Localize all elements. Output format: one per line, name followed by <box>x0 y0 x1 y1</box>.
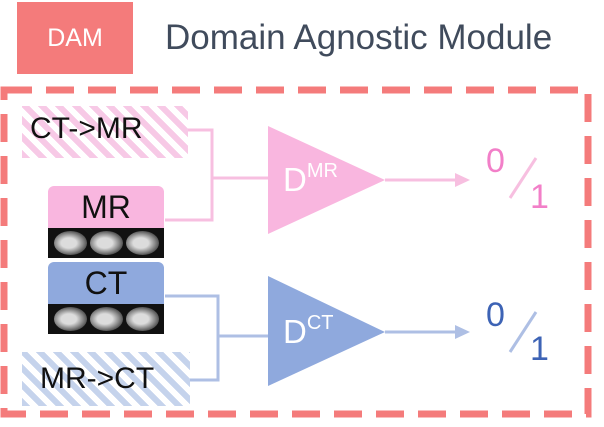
connector-mr-to-ct <box>190 336 220 382</box>
connector-ct <box>165 294 278 338</box>
output-ct-one: 1 <box>530 330 549 368</box>
module-title: Domain Agnostic Module <box>165 18 553 57</box>
dam-tag-label: DAM <box>47 23 103 52</box>
connector-ct-to-mr <box>188 128 278 180</box>
discriminator-mr-sup: MR <box>306 160 338 182</box>
module-boundary <box>0 86 592 418</box>
mr-label: MR <box>81 188 131 225</box>
discriminator-ct-base: D <box>283 313 307 350</box>
mr-box: MR <box>48 186 164 228</box>
output-mr-zero: 0 <box>486 142 505 180</box>
ct-image-strip <box>48 304 164 334</box>
mr-scan-image <box>125 231 159 255</box>
slash-mr <box>508 157 538 199</box>
ct-scan-image <box>125 307 159 331</box>
output-mr-one: 1 <box>530 178 549 216</box>
discriminator-mr-label: DMR <box>283 160 338 199</box>
mr-scan-image <box>53 231 87 255</box>
slash-ct <box>508 311 538 353</box>
ct-scan-image <box>53 307 87 331</box>
ct-box: CT <box>48 262 164 304</box>
discriminator-ct-shape <box>268 276 385 386</box>
ct-to-mr-box <box>22 106 188 158</box>
arrow-head-mr <box>455 173 470 187</box>
mr-scan-image <box>89 231 123 255</box>
ct-to-mr-label: CT->MR <box>30 112 143 145</box>
connector-mr <box>165 178 214 222</box>
ct-label: CT <box>84 264 128 301</box>
mr-to-ct-label: MR->CT <box>40 362 155 395</box>
mr-image-strip <box>48 228 164 258</box>
dam-tag: DAM <box>17 2 133 74</box>
discriminator-ct-label: DCT <box>283 312 334 351</box>
output-ct-zero: 0 <box>486 296 505 334</box>
discriminator-mr-shape <box>268 126 385 234</box>
discriminator-ct-sup: CT <box>306 312 334 334</box>
discriminator-mr-base: D <box>283 161 307 198</box>
arrow-head-ct <box>455 325 470 339</box>
ct-scan-image <box>89 307 123 331</box>
mr-to-ct-box <box>22 352 190 406</box>
